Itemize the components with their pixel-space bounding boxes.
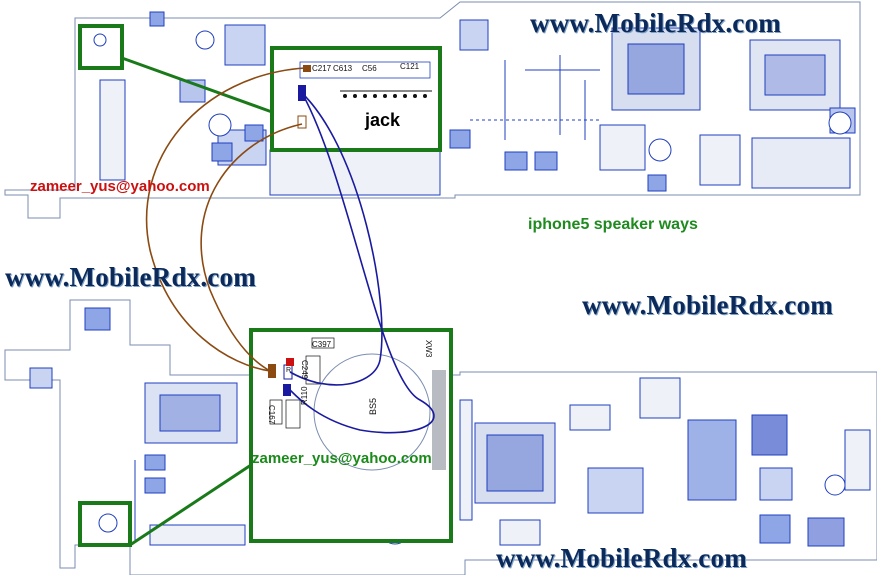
bottom-link-line bbox=[129, 463, 252, 547]
brown-wire-1 bbox=[145, 67, 306, 372]
email-top-left: zameer_yus@yahoo.com bbox=[30, 178, 210, 195]
label-c121: C121 bbox=[400, 62, 420, 71]
email-bottom-center: zameer_yus@yahoo.com bbox=[252, 450, 432, 467]
label-c397: C397 bbox=[312, 340, 332, 349]
label-xw3: XW3 bbox=[424, 340, 433, 358]
brown-wire-2 bbox=[200, 123, 303, 372]
watermark-right-middle: www.MobileRdx.com bbox=[582, 290, 833, 320]
top-board-components bbox=[99, 11, 856, 196]
label-r: R bbox=[286, 367, 292, 374]
label-c249: C249 bbox=[300, 360, 309, 380]
top-link-line bbox=[121, 56, 273, 114]
blue-wire-2 bbox=[289, 92, 383, 386]
jack-label: jack bbox=[365, 110, 401, 130]
diagram-caption: iphone5 speaker ways bbox=[528, 216, 698, 233]
watermark-top-right: www.MobileRdx.com bbox=[530, 8, 781, 38]
bottom-board-components bbox=[29, 307, 871, 547]
label-c56: C56 bbox=[362, 64, 377, 73]
label-c217: C217 bbox=[312, 64, 332, 73]
label-c167: C167 bbox=[267, 405, 276, 425]
blue-wire-1 bbox=[289, 92, 435, 434]
top-left-pad bbox=[93, 33, 107, 47]
top-left-small-box bbox=[78, 24, 124, 70]
label-c613: C613 bbox=[333, 64, 353, 73]
label-r110: R110 bbox=[300, 386, 309, 405]
wires bbox=[145, 67, 435, 434]
watermark-bottom-right: www.MobileRdx.com bbox=[496, 543, 747, 573]
speaker-zoom-contents bbox=[268, 337, 446, 471]
speaker-bs5-circle bbox=[313, 353, 431, 471]
watermark-left-middle: www.MobileRdx.com bbox=[5, 262, 256, 292]
bottom-left-pad bbox=[98, 513, 118, 533]
label-bs5: BS5 bbox=[368, 397, 378, 415]
bottom-left-small-box bbox=[78, 501, 132, 547]
